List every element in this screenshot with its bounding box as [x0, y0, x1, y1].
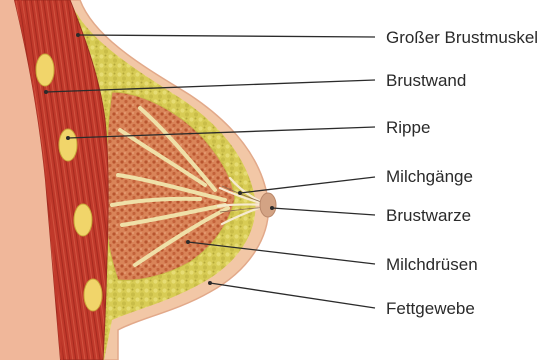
leader-pectoral-muscle — [78, 35, 375, 37]
label-chest-wall: Brustwand — [386, 71, 466, 90]
leader-fatty-tissue — [210, 283, 375, 308]
label-pectoral-muscle: Großer Brustmuskel — [386, 28, 538, 47]
label-rib: Rippe — [386, 118, 430, 137]
rib-3 — [74, 204, 92, 236]
rib-2 — [59, 129, 77, 161]
label-fatty-tissue: Fettgewebe — [386, 299, 475, 318]
nipple — [260, 193, 276, 217]
rib-4 — [84, 279, 102, 311]
label-milk-ducts: Milchgänge — [386, 167, 473, 186]
label-mammary-glands: Milchdrüsen — [386, 255, 478, 274]
leader-nipple — [272, 208, 375, 215]
label-nipple: Brustwarze — [386, 206, 471, 225]
rib-1 — [36, 54, 54, 86]
